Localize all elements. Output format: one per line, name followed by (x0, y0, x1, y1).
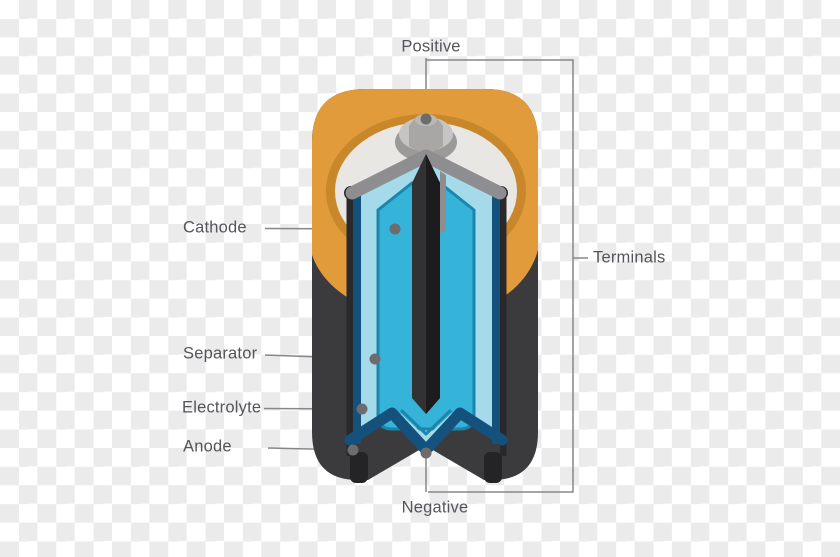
separator-dot (369, 353, 381, 365)
positive-dot (420, 113, 432, 125)
anode-wall-left (353, 192, 361, 444)
leader-dots (347, 113, 432, 459)
label-negative: Negative (401, 498, 469, 517)
cathode-dot (389, 223, 401, 235)
label-terminals: Terminals (593, 248, 666, 267)
positive-terminal (395, 114, 457, 162)
anode-dot (347, 444, 359, 456)
cut-edge-right (500, 194, 507, 456)
label-anode: Anode (183, 437, 232, 456)
label-electrolyte: Electrolyte (182, 398, 262, 417)
label-cathode: Cathode (183, 218, 247, 237)
label-positive: Positive (401, 37, 461, 56)
separator-bottom-chevron (400, 409, 452, 436)
anode-wall-right (492, 192, 500, 444)
battery-foot-right (484, 452, 502, 483)
center-rod-shade (426, 154, 440, 414)
center-rod-highlight (440, 171, 446, 234)
terminals-bracket-line (426, 59, 574, 493)
cut-edge-left (346, 194, 353, 456)
label-separator: Separator (183, 344, 258, 363)
negative-dot (420, 447, 432, 459)
battery-foot-left (350, 452, 368, 483)
electrolyte-dot (356, 403, 368, 415)
